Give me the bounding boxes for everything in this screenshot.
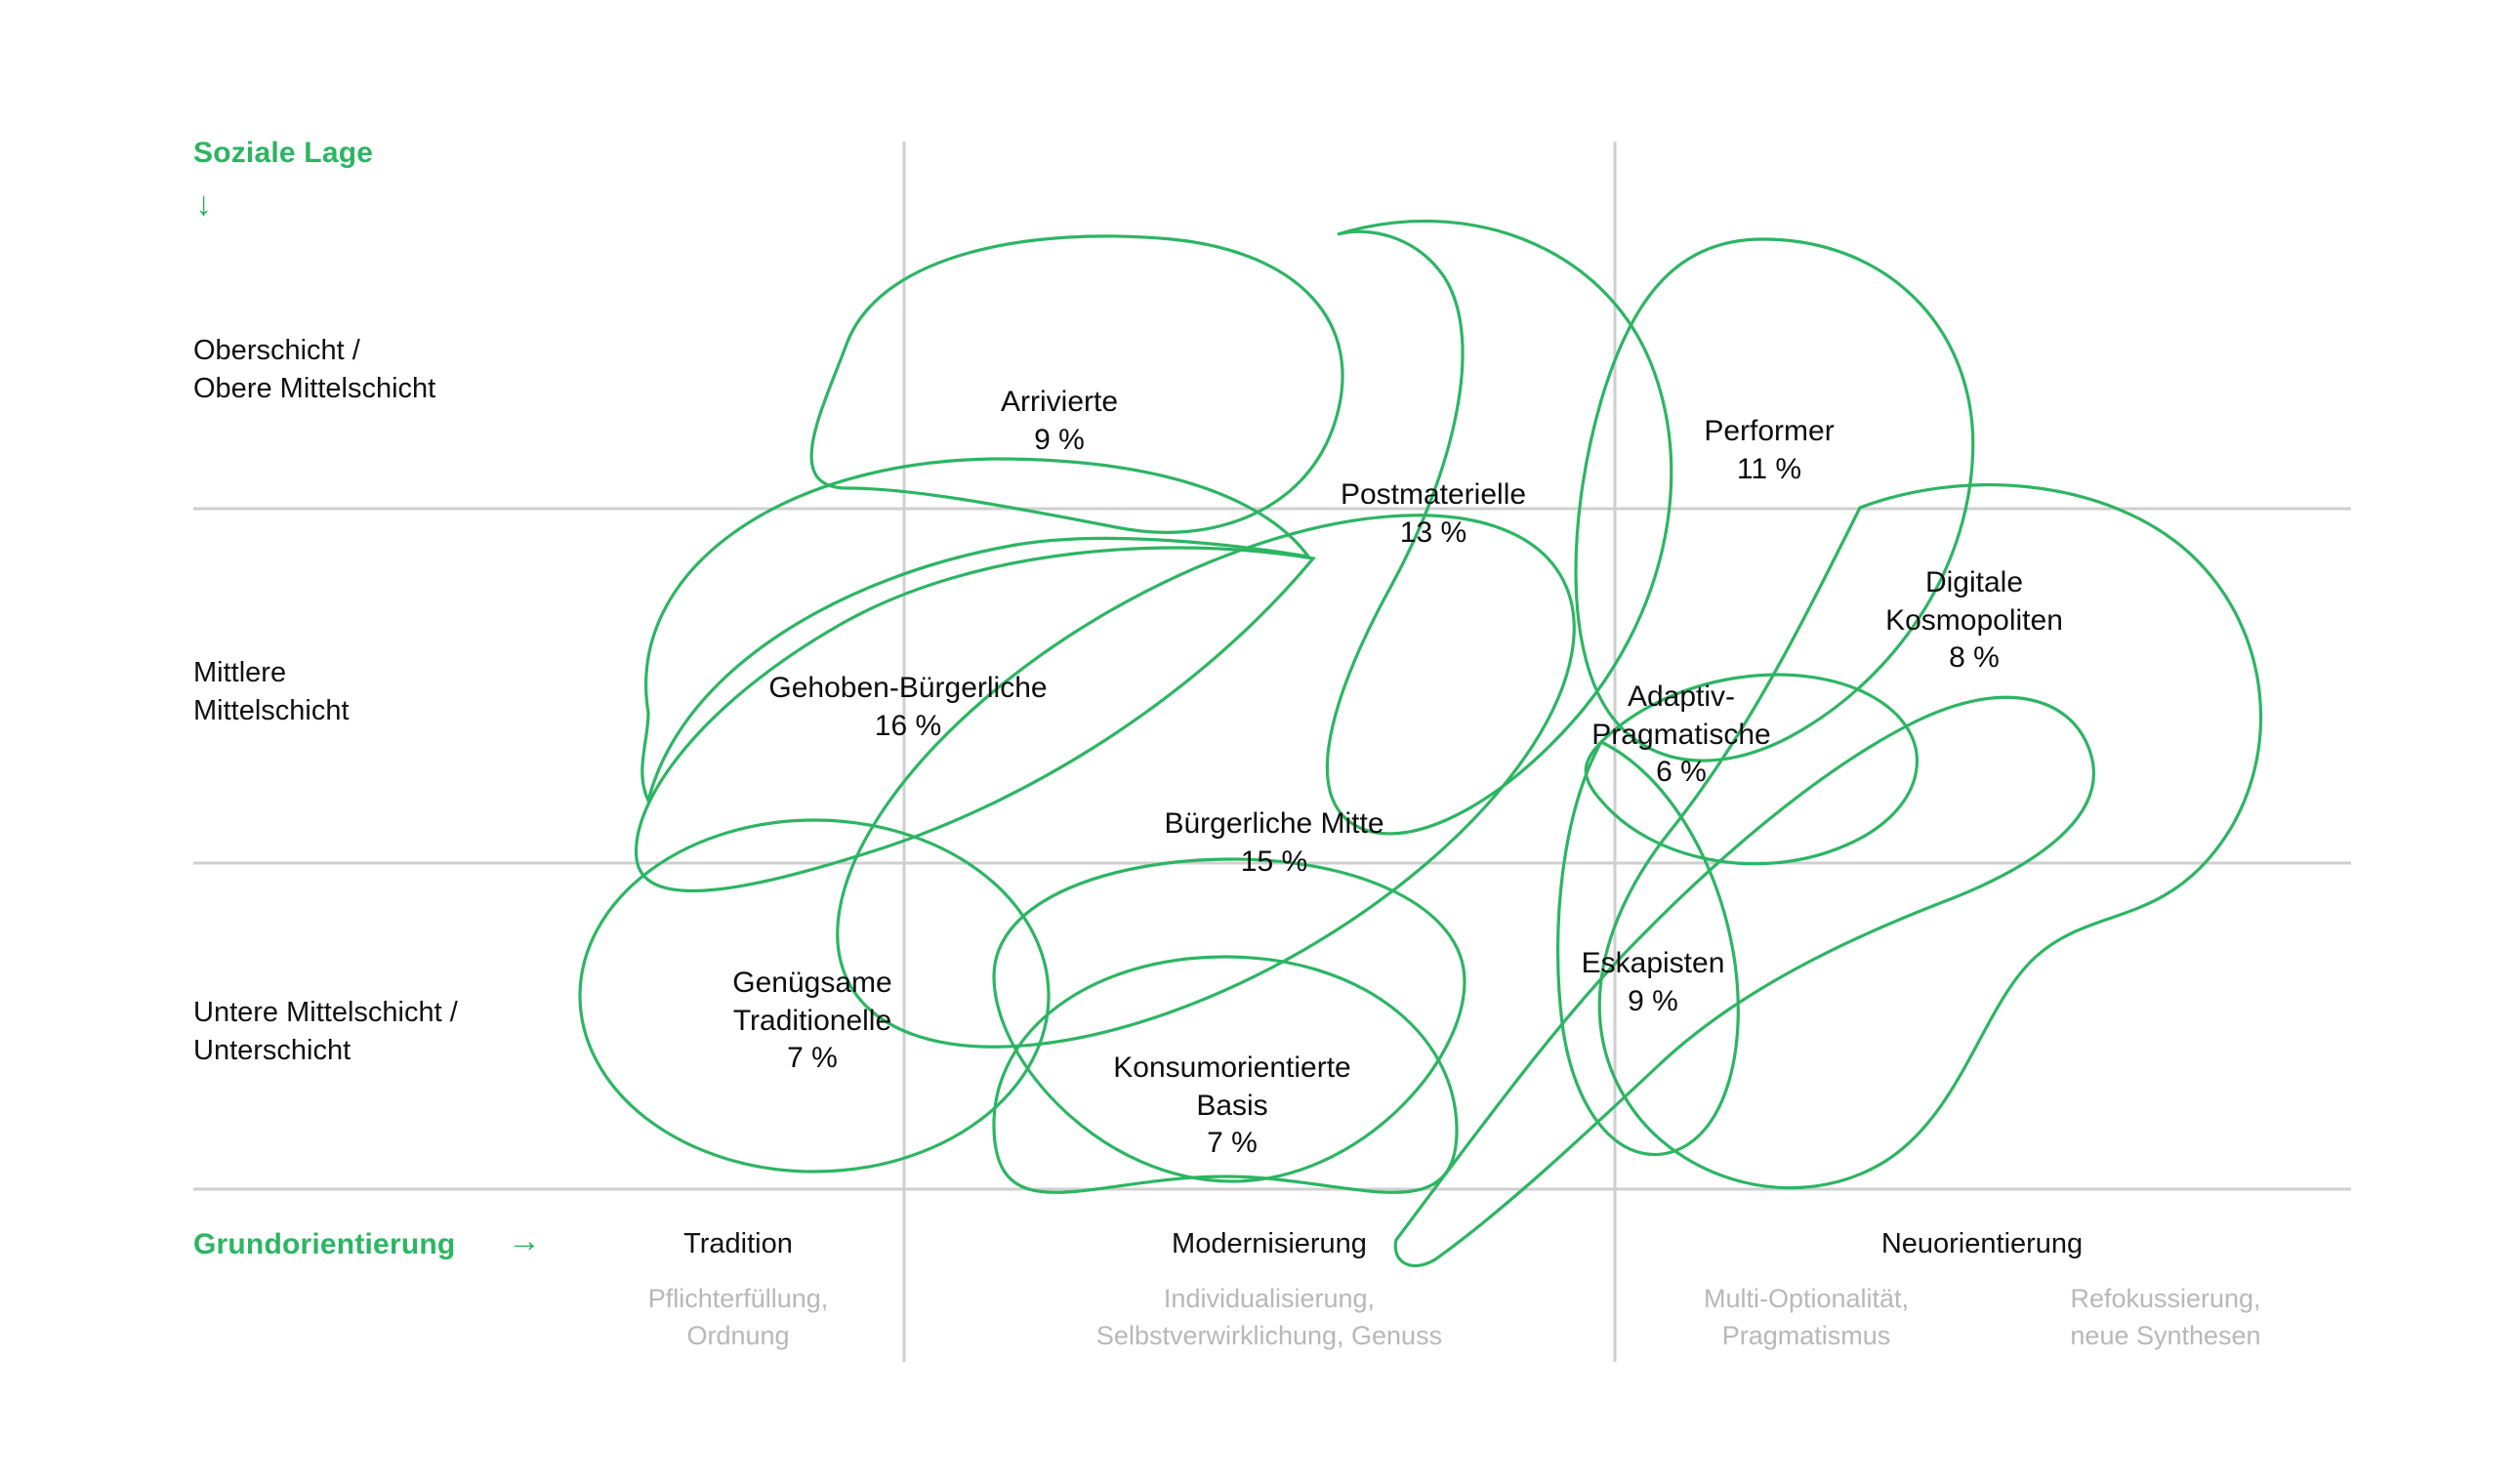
milieu-value-digitale-kosmopoliten: 8 % bbox=[1949, 641, 2000, 675]
blob-buergerliche-mitte bbox=[836, 514, 1576, 1049]
blob-postmaterielle bbox=[1325, 219, 1673, 836]
x-column-label-tradition: Tradition bbox=[683, 1228, 793, 1259]
milieu-value-gehoben-buergerliche: 16 % bbox=[874, 709, 942, 742]
milieu-value-arrivierte: 9 % bbox=[1034, 423, 1085, 456]
x-axis-arrow-icon: → bbox=[508, 1222, 541, 1259]
milieu-label-digitale-kosmopoliten: Digitale Kosmopoliten 8 % bbox=[1885, 527, 2063, 715]
milieu-value-konsumorientierte-basis: 7 % bbox=[1207, 1127, 1258, 1160]
milieu-value-postmaterielle: 13 % bbox=[1399, 515, 1467, 549]
milieu-name-gehoben-buergerliche: Gehoben-Bürgerliche bbox=[768, 672, 1048, 705]
y-axis-title: Soziale Lage bbox=[193, 137, 374, 169]
milieu-blobs bbox=[578, 219, 2263, 1267]
milieu-label-performer: Performer 11 % bbox=[1704, 376, 1834, 526]
grid-lines bbox=[193, 142, 2351, 1362]
y-band-label-mittel: Mittlere Mittelschicht bbox=[193, 657, 350, 726]
milieu-value-buergerliche-mitte: 15 % bbox=[1240, 845, 1308, 878]
blob-adaptiv-pragmatische-lower bbox=[1555, 739, 1740, 1157]
milieu-value-adaptiv-pragmatische: 6 % bbox=[1656, 756, 1707, 789]
x-column-sub-neuorientierung: Multi-Optionalität, Pragmatismus bbox=[1703, 1284, 1910, 1350]
milieu-label-konsumorientierte-basis: Konsumorientierte Basis 7 % bbox=[1113, 1012, 1350, 1200]
blob-eskapisten bbox=[1393, 695, 2095, 1267]
milieu-name-konsumorientierte-basis: Konsumorientierte Basis bbox=[1113, 1051, 1351, 1122]
x-axis-title: Grundorientierung bbox=[193, 1228, 456, 1260]
milieu-name-buergerliche-mitte: Bürgerliche Mitte bbox=[1164, 807, 1384, 841]
blob-gehoben-buergerliche-outer bbox=[634, 546, 1317, 893]
y-band-label-ober: Oberschicht / Obere Mittelschicht bbox=[193, 335, 436, 404]
milieu-label-genuegsame-traditionelle: Genügsame Traditionelle 7 % bbox=[732, 928, 891, 1115]
milieu-name-performer: Performer bbox=[1704, 415, 1835, 448]
y-band-label-unter: Untere Mittelschicht / Unterschicht bbox=[193, 997, 458, 1066]
milieu-label-gehoben-buergerliche: Gehoben-Bürgerliche 16 % bbox=[768, 633, 1047, 783]
y-axis-arrow-icon: ↓ bbox=[195, 186, 212, 223]
milieu-name-postmaterielle: Postmaterielle bbox=[1340, 478, 1527, 512]
blob-gehoben-buergerliche bbox=[640, 457, 1312, 805]
milieu-name-arrivierte: Arrivierte bbox=[1000, 386, 1119, 419]
blob-konsumorientierte-basis bbox=[992, 955, 1459, 1194]
milieu-value-performer: 11 % bbox=[1736, 452, 1802, 485]
milieu-name-eskapisten: Eskapisten bbox=[1581, 947, 1725, 980]
x-column-label-neuorientierung: Neuorientierung bbox=[1880, 1228, 2084, 1259]
milieu-label-adaptiv-pragmatische: Adaptiv- Pragmatische 6 % bbox=[1591, 641, 1770, 829]
milieu-label-postmaterielle: Postmaterielle 13 % bbox=[1341, 439, 1526, 590]
x-column-label-modernisierung: Modernisierung bbox=[1172, 1228, 1367, 1259]
milieu-label-buergerliche-mitte: Bürgerliche Mitte 15 % bbox=[1164, 768, 1383, 919]
milieu-label-eskapisten: Eskapisten 9 % bbox=[1582, 908, 1725, 1058]
milieu-name-genuegsame-traditionelle: Genügsame Traditionelle bbox=[732, 967, 892, 1037]
x-column-sub-tradition: Pflichterfüllung, Ordnung bbox=[647, 1284, 829, 1350]
blob-adaptiv-pragmatische bbox=[1584, 673, 1919, 866]
milieu-value-genuegsame-traditionelle: 7 % bbox=[787, 1042, 838, 1075]
x-column-sub-refokussierung: Refokussierung, neue Synthesen bbox=[2070, 1284, 2261, 1350]
milieu-name-adaptiv-pragmatische: Adaptiv- Pragmatische bbox=[1591, 680, 1771, 751]
blob-performer bbox=[1574, 237, 1975, 763]
milieu-label-arrivierte: Arrivierte 9 % bbox=[1001, 347, 1118, 497]
milieu-name-digitale-kosmopoliten: Digitale Kosmopoliten bbox=[1885, 566, 2063, 637]
blob-genuegsame-traditionelle bbox=[578, 818, 1051, 1174]
x-column-sub-modernisierung: Individualisierung, Selbstverwirklichung… bbox=[1095, 1284, 1443, 1350]
blob-arrivierte bbox=[809, 234, 1344, 534]
blob-konsumorientierte-basis-outer bbox=[992, 857, 1466, 1183]
milieu-value-eskapisten: 9 % bbox=[1628, 984, 1678, 1017]
blob-digitale-kosmopoliten bbox=[1597, 483, 2263, 1190]
